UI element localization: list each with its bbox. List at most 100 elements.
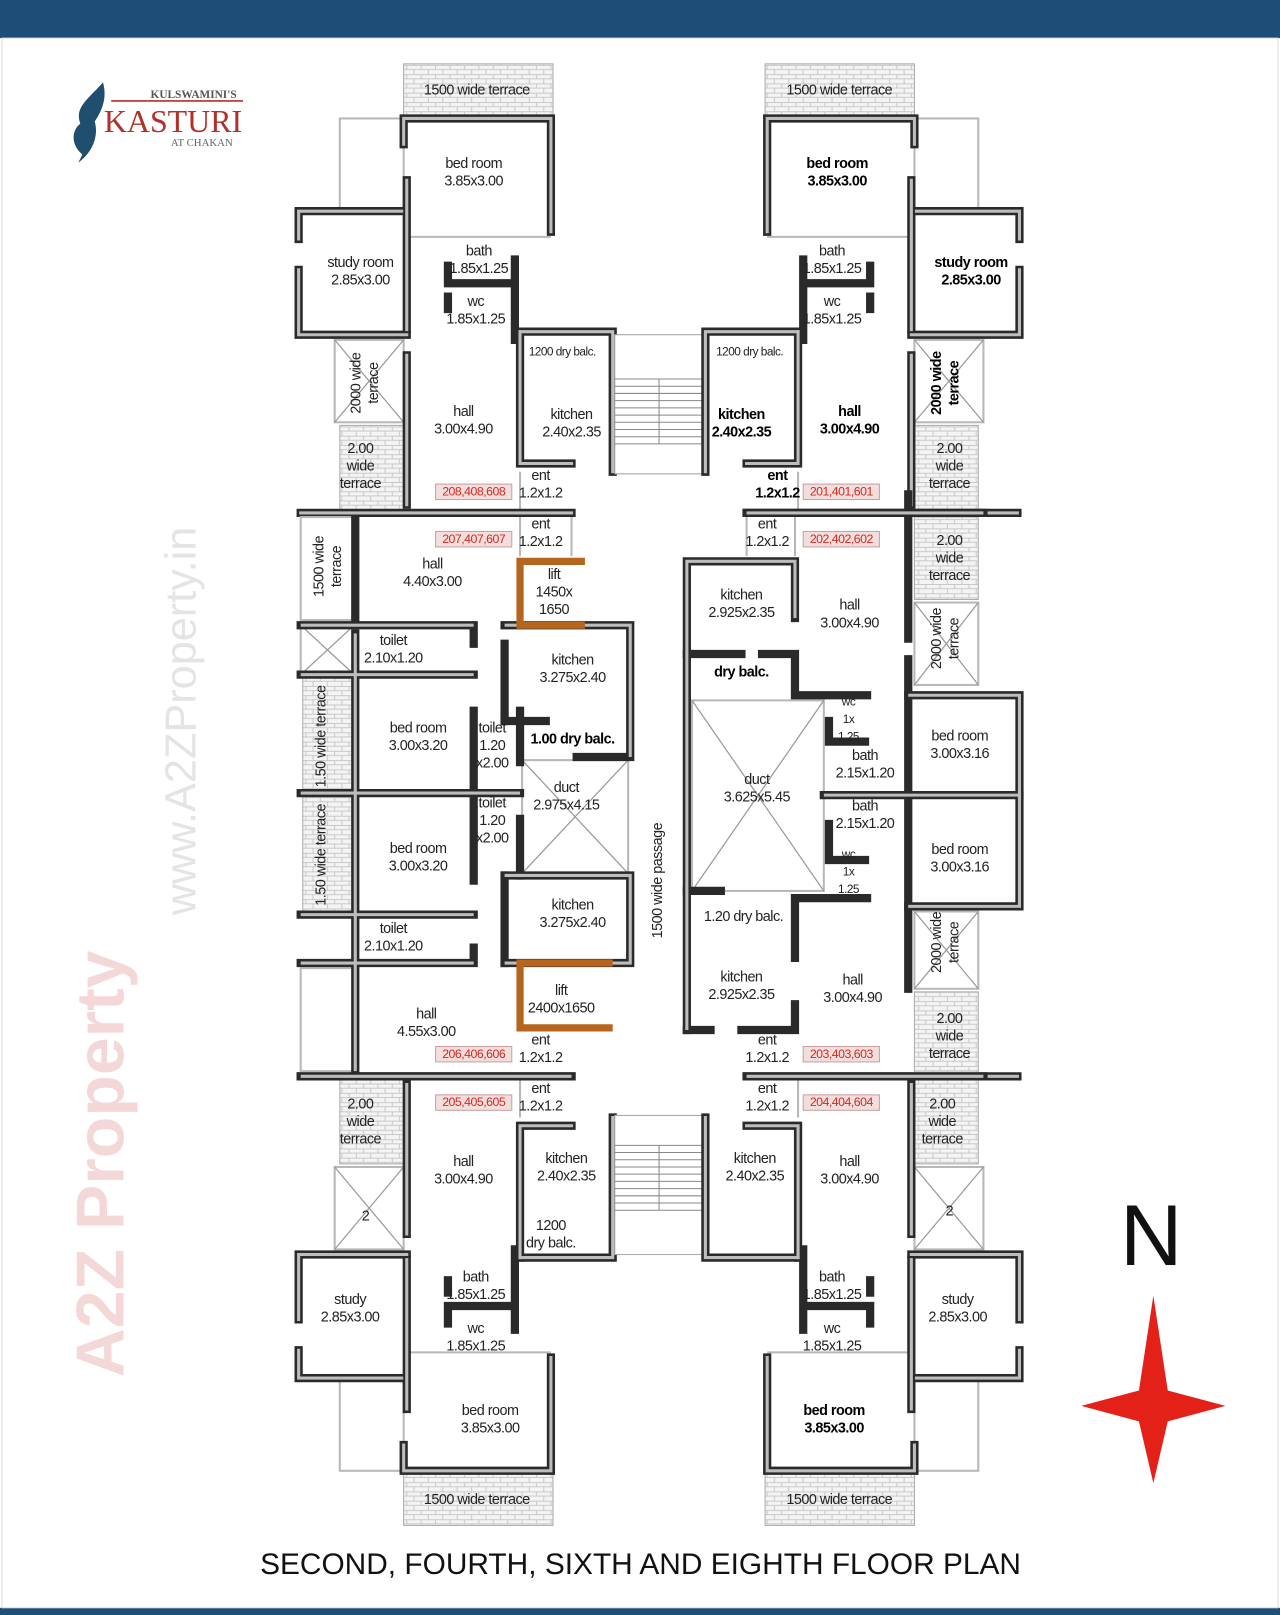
room-label-line: bath [819, 243, 845, 259]
room-label: 1500 wide terrace [786, 83, 893, 99]
room-label-line: 1.85x1.25 [803, 311, 862, 327]
room-label: wc1.85x1.25 [446, 1321, 506, 1355]
room-label-line: 1.25 [838, 882, 860, 896]
room-label-line: ent [531, 468, 550, 484]
room-label-line: 3.00x4.90 [820, 1171, 879, 1187]
room-label-line: 1.00 dry balc. [531, 732, 616, 748]
north-star-icon [1081, 1295, 1226, 1484]
room-label-line: terrace [929, 568, 971, 584]
room-label-line: 1.50 wide terrace [313, 803, 329, 905]
bottom-bar [0, 1607, 1280, 1615]
room-label-line: 1.85x1.25 [446, 311, 505, 327]
room-label-line: hall [842, 973, 863, 989]
room-label: 1500 wide terrace [424, 83, 531, 99]
room-label-line: hall [416, 1007, 437, 1023]
room-label-line: study [942, 1292, 975, 1308]
room-label-line: kitchen [720, 970, 763, 986]
room-label-line: wc [823, 294, 841, 310]
room-label-line: 2 [362, 1209, 370, 1225]
room-label-line: 1.20 [479, 738, 505, 754]
room-label-line: terrace [947, 617, 963, 659]
room-label-line: 2.40x2.35 [542, 425, 601, 441]
flat-number-label: 202,402,602 [802, 530, 880, 548]
room-label-line: duct [554, 780, 580, 796]
room-label-line: 3.625x5.45 [724, 789, 791, 805]
room-label-line: 1.2x1.2 [745, 1050, 789, 1066]
room-label-line: 2.925x2.35 [708, 605, 775, 621]
lift-shaft-1 [516, 557, 585, 629]
room-label-line: 1.85x1.25 [803, 1338, 862, 1354]
room-label-line: ent [758, 516, 777, 532]
room-label-line: study room [934, 255, 1007, 271]
room-label: 1500 wide passage [650, 822, 666, 938]
flat-number-label: 206,406,606 [435, 1045, 513, 1063]
room-label-line: study room [327, 255, 394, 271]
room-label-line: 3.275x2.40 [539, 915, 606, 931]
flat-number-box [802, 1045, 880, 1063]
room-label: 1.20 dry balc. [704, 909, 784, 925]
room-label-line: 1.2x1.2 [519, 485, 563, 501]
room-label: 2 [362, 1209, 371, 1225]
flat-number-text: 204,404,604 [810, 1095, 874, 1109]
room-label-line: bed room [803, 1403, 865, 1419]
room-label-line: toilet [479, 720, 507, 736]
room-label-line: terrace [329, 545, 345, 587]
room-label-line: dry balc. [526, 1235, 576, 1251]
room-label-line: bath [852, 748, 878, 764]
room-label-line: 2.85x3.00 [928, 1309, 987, 1325]
room-label: 1200 dry balc. [716, 344, 784, 358]
logo-feather-icon [73, 82, 105, 163]
room-label-line: toilet [380, 633, 408, 649]
north-label: N [1120, 1188, 1182, 1284]
room-label-line: 2.00 [347, 441, 373, 457]
room-label: 1.50 wide terrace [313, 803, 329, 905]
room-label-line: 3.85x3.00 [444, 173, 503, 189]
flat-number-box [435, 1094, 513, 1111]
room-label-line: bath [819, 1269, 845, 1285]
room-label-line: wc [841, 695, 856, 709]
room-label-line: kitchen [734, 1151, 777, 1167]
room-label-line: terrace [929, 476, 971, 492]
room-label-line: bed room [462, 1403, 519, 1419]
room-label: 1.50 wide terrace [313, 685, 329, 787]
flat-number-box [435, 483, 513, 501]
room-label-line: 2000 wide [929, 911, 945, 973]
room-label-line: 2.10x1.20 [364, 939, 423, 955]
room-label-line: kitchen [550, 407, 593, 423]
room-label-line: 1.20 [479, 813, 505, 829]
room-label-line: wide [927, 1114, 956, 1130]
room-label-line: bed room [445, 156, 502, 172]
room-label-line: 4.40x3.00 [403, 574, 462, 590]
room-label-line: 1.2x1.2 [519, 534, 563, 550]
lift-shaft-2 [516, 959, 613, 1032]
room-label: wc1.85x1.25 [803, 1321, 863, 1355]
room-label-line: toilet [380, 921, 408, 937]
room-label-line: terrace [929, 1046, 971, 1062]
room-label-line: dry balc. [714, 665, 769, 681]
room-label-line: ent [758, 1081, 777, 1097]
room-label-line: 2.15x1.20 [836, 816, 895, 832]
room-label-line: 2000 wide [348, 352, 364, 414]
room-label-line: 1.2x1.2 [755, 485, 800, 501]
flat-number-label: 207,407,607 [435, 530, 513, 548]
